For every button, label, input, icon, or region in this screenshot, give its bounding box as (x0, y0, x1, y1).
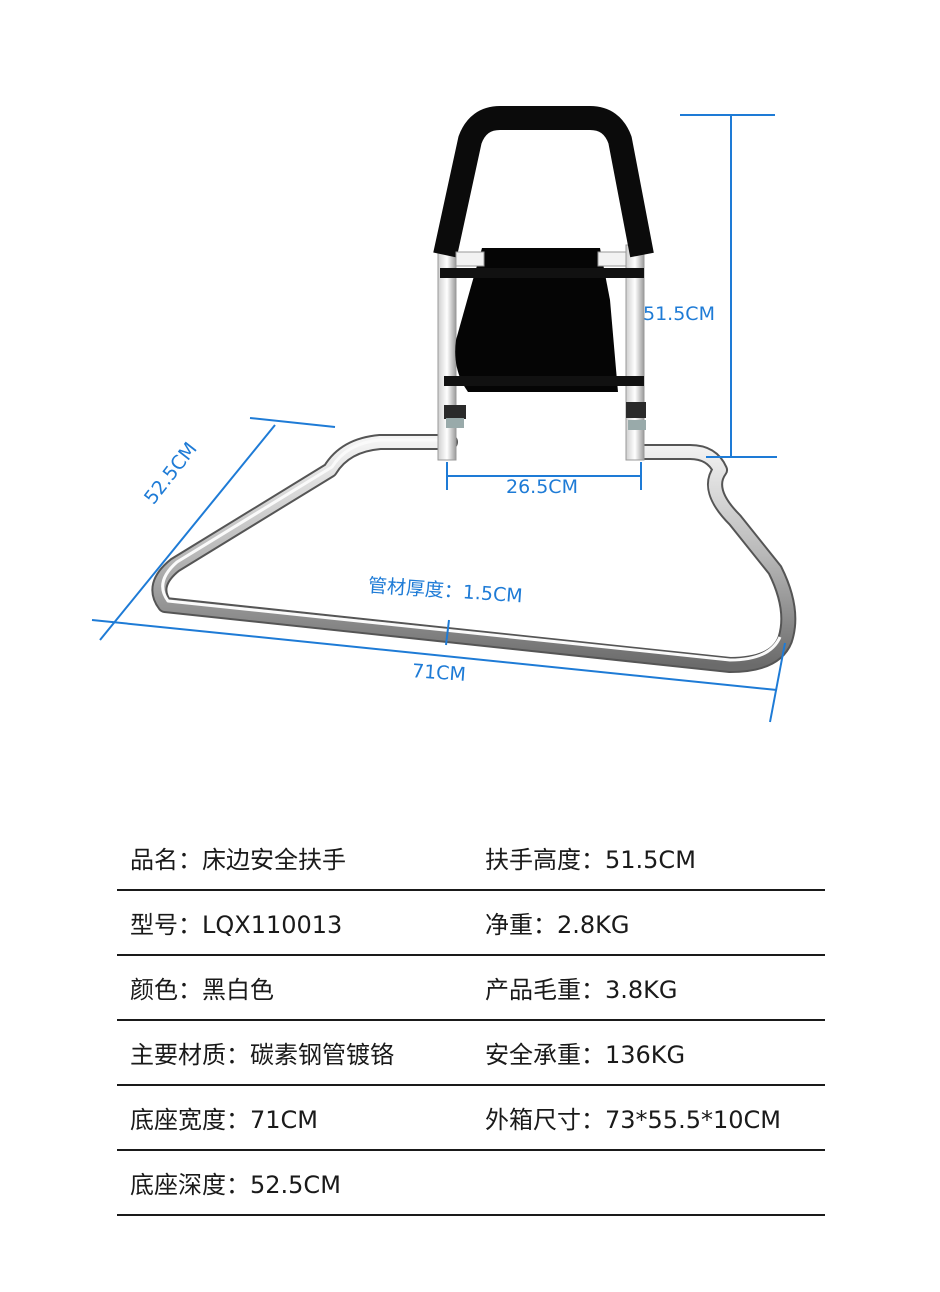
base-width-dimension-label: 71CM (411, 660, 467, 686)
spec-product-name: 品名：床边安全扶手 (130, 846, 346, 874)
spec-carton-size: 外箱尺寸：73*55.5*10CM (485, 1106, 781, 1134)
height-dimension-label: 51.5CM (643, 303, 715, 325)
spec-model: 型号：LQX110013 (130, 911, 343, 939)
spec-net-weight: 净重：2.8KG (485, 911, 630, 939)
spec-row: 主要材质：碳素钢管镀铬 安全承重：136KG (117, 1021, 825, 1086)
product-illustration: 51.5CM 26.5CM 52.5CM 管材厚度：1.5CM 71CM (91, 106, 797, 723)
vertical-poles (437, 244, 646, 461)
spec-table: 品名：床边安全扶手 扶手高度：51.5CM 型号：LQX110013 净重：2.… (117, 826, 825, 1216)
spec-base-width: 底座宽度：71CM (130, 1106, 319, 1134)
bed-rail-drawing (91, 106, 797, 723)
inner-width-dimension-label: 26.5CM (506, 476, 578, 498)
spec-row: 颜色：黑白色 产品毛重：3.8KG (117, 956, 825, 1021)
grip-handle (433, 106, 654, 258)
spec-base-depth: 底座深度：52.5CM (130, 1171, 341, 1199)
spec-load-capacity: 安全承重：136KG (485, 1041, 686, 1069)
spec-row: 底座深度：52.5CM (117, 1151, 825, 1216)
spec-gross-weight: 产品毛重：3.8KG (485, 976, 678, 1004)
spec-material: 主要材质：碳素钢管镀铬 (130, 1041, 394, 1069)
spec-row: 底座宽度：71CM 外箱尺寸：73*55.5*10CM (117, 1086, 825, 1151)
spec-row: 品名：床边安全扶手 扶手高度：51.5CM (117, 826, 825, 891)
spec-row: 型号：LQX110013 净重：2.8KG (117, 891, 825, 956)
base-frame (151, 434, 797, 673)
storage-pouch (440, 248, 644, 392)
spec-handle-height: 扶手高度：51.5CM (485, 846, 696, 874)
dimension-lines (91, 114, 786, 723)
spec-color: 颜色：黑白色 (130, 976, 274, 1004)
